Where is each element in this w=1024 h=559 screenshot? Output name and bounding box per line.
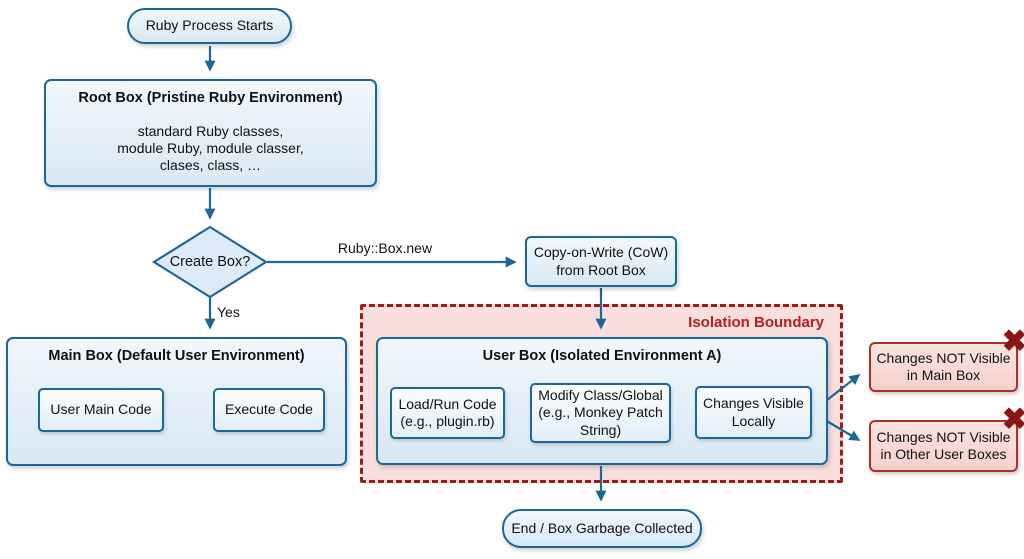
root-box-title: Root Box (Pristine Ruby Environment)	[78, 90, 343, 106]
user-main-code-node: User Main Code	[38, 388, 164, 432]
decision-node-label: Create Box?	[169, 254, 251, 270]
root-box-node: Root Box (Pristine Ruby Environment) sta…	[44, 79, 377, 187]
load-run-code-node: Load/Run Code (e.g., plugin.rb)	[390, 387, 505, 439]
root-box-body: standard Ruby classes, module Ruby, modu…	[117, 122, 304, 173]
edge-label-yes: Yes	[217, 304, 240, 320]
x-icon: ✖	[1001, 325, 1024, 358]
decision-diamond-shape	[151, 225, 269, 299]
not-visible-other-node: Changes NOT Visible in Other User Boxes …	[869, 405, 1024, 472]
execute-code-node: Execute Code	[213, 388, 325, 432]
modify-class-node: Modify Class/Global (e.g., Monkey Patch …	[530, 383, 671, 443]
not-visible-main-node: Changes NOT Visible in Main Box ✖	[869, 327, 1024, 392]
main-box-title: Main Box (Default User Environment)	[48, 348, 305, 364]
changes-visible-node: Changes Visible Locally	[695, 386, 812, 439]
isolation-boundary-label: Isolation Boundary	[688, 314, 824, 331]
start-node-label: Ruby Process Starts	[145, 17, 274, 34]
end-node: End / Box Garbage Collected	[502, 509, 702, 548]
end-node-label: End / Box Garbage Collected	[511, 519, 693, 536]
start-node: Ruby Process Starts	[127, 8, 292, 44]
edge-label-rubybox-new: Ruby::Box.new	[337, 240, 433, 256]
x-icon: ✖	[1001, 403, 1024, 436]
cow-node: Copy-on-Write (CoW) from Root Box	[525, 236, 677, 287]
user-box-title: User Box (Isolated Environment A)	[482, 348, 722, 364]
